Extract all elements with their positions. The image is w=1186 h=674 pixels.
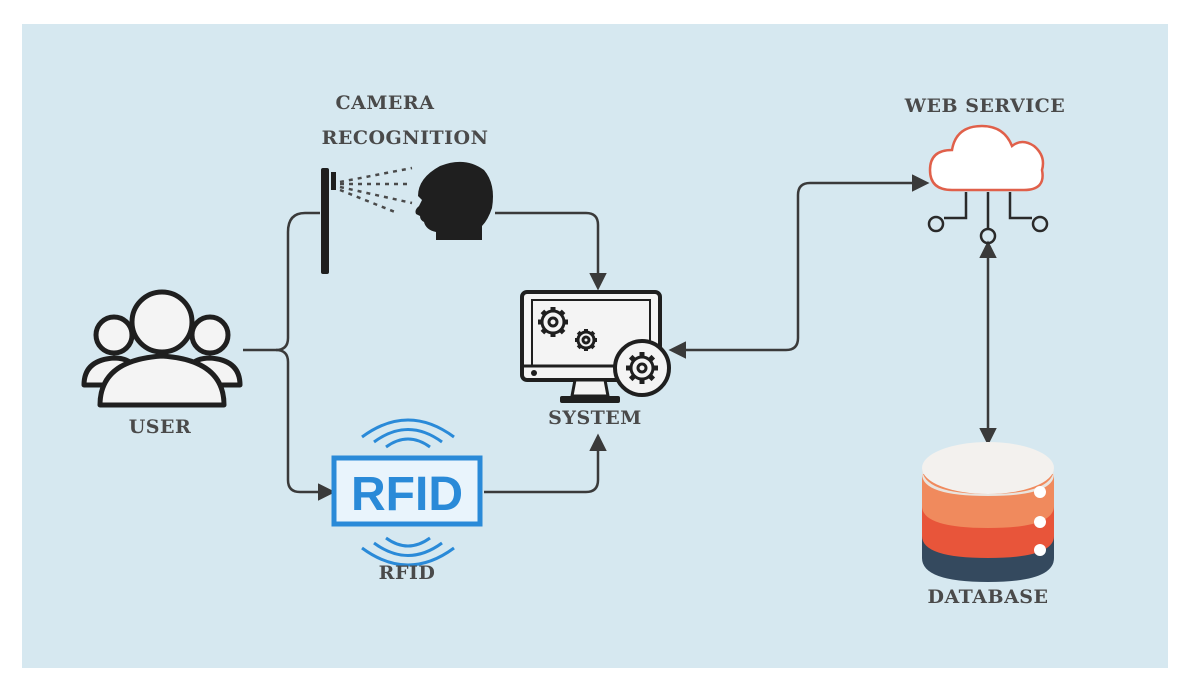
users-group-icon <box>81 289 243 408</box>
connector-system-webservice <box>668 174 930 359</box>
label-rfid: RFID <box>378 562 436 584</box>
connector-rfid-system <box>484 433 607 494</box>
rfid-badge-text: RFID <box>351 468 463 521</box>
head-profile-icon <box>415 161 493 240</box>
connector-user-branch <box>243 211 320 352</box>
connector-user-rfid <box>275 348 336 501</box>
cloud-network-icon <box>927 124 1049 245</box>
connector-camera-system <box>495 211 607 291</box>
label-system: SYSTEM <box>548 407 642 429</box>
monitor-gears-icon <box>520 290 671 403</box>
label-database: DATABASE <box>927 586 1049 608</box>
camera-scanner-icon <box>321 166 413 274</box>
database-icon <box>922 442 1054 582</box>
label-camera-line2: RECOGNITION <box>321 127 489 149</box>
label-user: USER <box>128 416 192 438</box>
rfid-badge-icon: RFID <box>331 418 483 567</box>
connectors <box>243 174 997 501</box>
label-camera-line1: CAMERA <box>335 92 435 114</box>
label-web-service: WEB SERVICE <box>904 95 1066 117</box>
